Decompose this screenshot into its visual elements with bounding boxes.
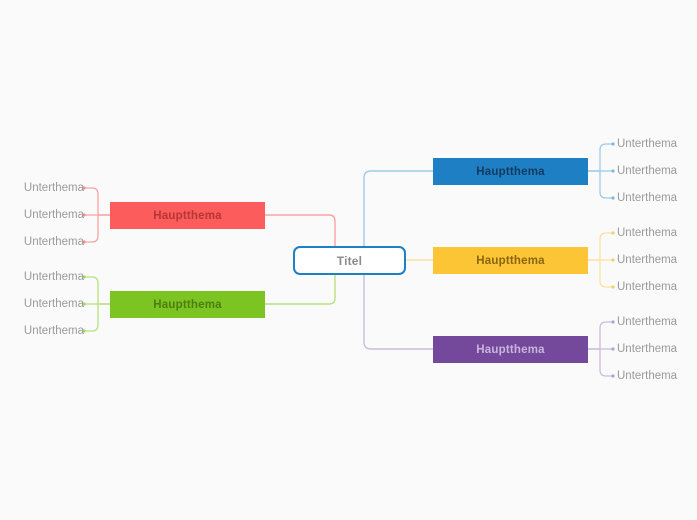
leaf-node-green-2[interactable]: Unterthema <box>23 298 84 310</box>
leaf-node-green-3[interactable]: Unterthema <box>23 325 84 337</box>
leaf-node-red-2[interactable]: Unterthema <box>23 209 84 221</box>
leaf-node-purple-1[interactable]: Unterthema <box>617 316 678 328</box>
topic-node-purple[interactable]: Hauptthema <box>433 336 588 363</box>
leaf-node-blue-1[interactable]: Unterthema <box>617 138 678 150</box>
leaf-node-purple-2[interactable]: Unterthema <box>617 343 678 355</box>
connector-red-leaves <box>82 186 110 244</box>
connector-green-leaves <box>82 275 110 333</box>
leaf-node-blue-2[interactable]: Unterthema <box>617 165 678 177</box>
connector-blue-leaves <box>588 142 615 200</box>
connector-root-to-red <box>264 214 336 246</box>
leaf-node-yellow-2[interactable]: Unterthema <box>617 254 678 266</box>
topic-node-blue[interactable]: Hauptthema <box>433 158 588 185</box>
connector-root-to-blue <box>363 170 433 246</box>
topic-node-green[interactable]: Hauptthema <box>110 291 265 318</box>
topic-node-yellow[interactable]: Hauptthema <box>433 247 588 274</box>
connector-root-to-purple <box>363 275 433 350</box>
leaf-node-yellow-3[interactable]: Unterthema <box>617 281 678 293</box>
leaf-node-red-1[interactable]: Unterthema <box>23 182 84 194</box>
leaf-node-green-1[interactable]: Unterthema <box>23 271 84 283</box>
connector-root-to-green <box>264 275 336 305</box>
root-node-titel[interactable]: Titel <box>293 246 406 275</box>
leaf-node-yellow-1[interactable]: Unterthema <box>617 227 678 239</box>
leaf-node-blue-3[interactable]: Unterthema <box>617 192 678 204</box>
connector-yellow-leaves <box>588 231 615 289</box>
leaf-node-red-3[interactable]: Unterthema <box>23 236 84 248</box>
topic-node-red[interactable]: Hauptthema <box>110 202 265 229</box>
leaf-node-purple-3[interactable]: Unterthema <box>617 370 678 382</box>
connector-purple-leaves <box>588 320 615 378</box>
